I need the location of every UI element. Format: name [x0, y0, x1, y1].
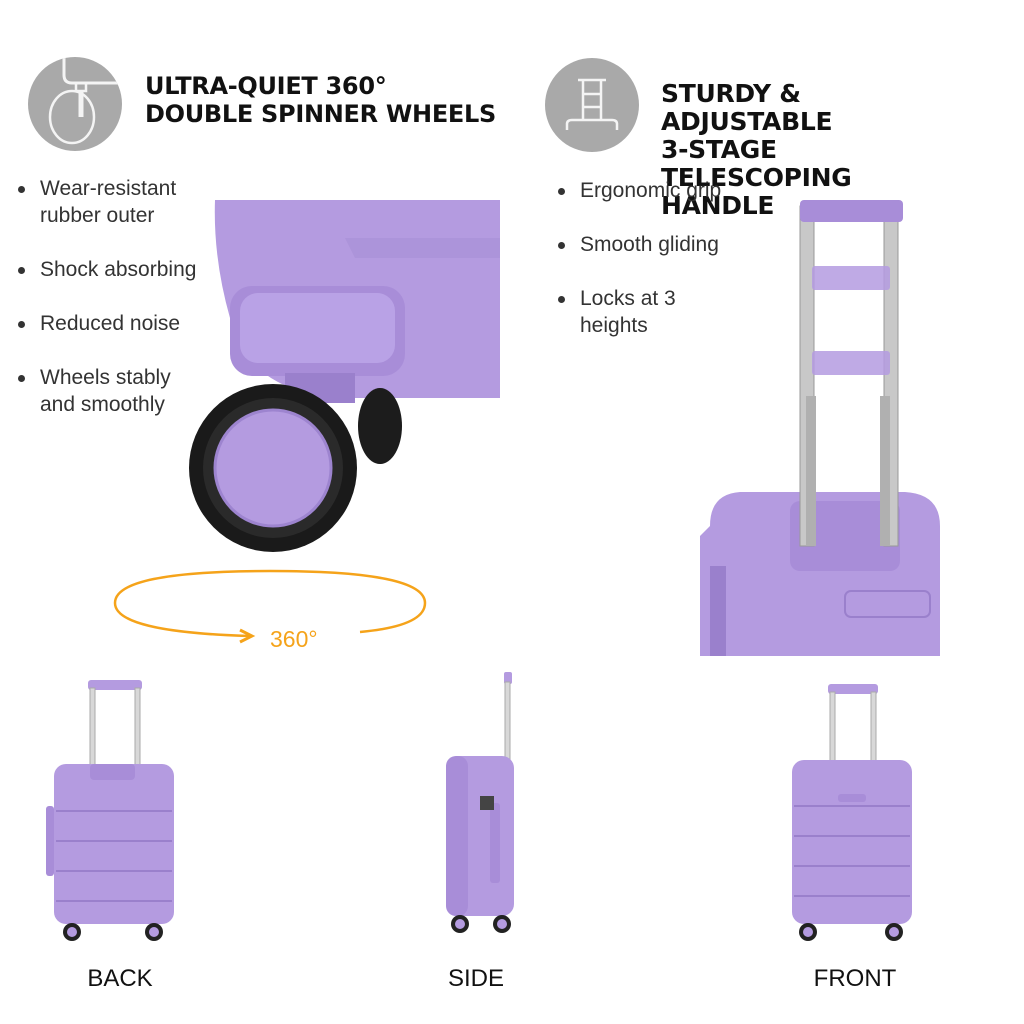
- view-label-side: SIDE: [447, 965, 504, 992]
- spinner-wheel-icon: [28, 57, 122, 151]
- view-label-back: BACK: [87, 965, 153, 992]
- handle-bullet-list: Ergonomic grip Smooth gliding Locks at 3…: [558, 177, 721, 366]
- side-view-image: [446, 672, 514, 933]
- handle-closeup-image: [700, 200, 940, 656]
- list-item: Ergonomic grip: [558, 177, 780, 204]
- list-item: Shock absorbing: [18, 256, 198, 283]
- back-view-image: [46, 680, 174, 941]
- view-label-front: FRONT: [813, 965, 897, 992]
- rotation-label: 360°: [270, 626, 318, 652]
- rotation-arrow-icon: [113, 569, 427, 644]
- list-item: Wheels stably and smoothly: [18, 364, 200, 418]
- handle-feature-title: STURDY & ADJUSTABLE 3-STAGE TELESCOPING …: [661, 80, 966, 220]
- title-line: HANDLE: [661, 191, 775, 220]
- title-line: STURDY & ADJUSTABLE: [661, 79, 833, 136]
- front-view-image: [792, 684, 912, 941]
- title-line: ULTRA-QUIET 360°: [145, 72, 387, 100]
- list-item: Wear-resistant rubber outer: [18, 175, 198, 229]
- wheel-closeup-image: [189, 200, 500, 552]
- wheels-feature-title: ULTRA-QUIET 360° DOUBLE SPINNER WHEELS: [145, 72, 496, 128]
- title-line: 3-STAGE TELESCOPING: [661, 135, 852, 192]
- title-line: DOUBLE SPINNER WHEELS: [145, 100, 496, 128]
- telescoping-handle-icon: [545, 58, 639, 152]
- wheels-bullet-list: Wear-resistant rubber outer Shock absorb…: [18, 175, 198, 445]
- list-item: Locks at 3 heights: [558, 285, 690, 339]
- list-item: Reduced noise: [18, 310, 215, 337]
- list-item: Smooth gliding: [558, 231, 780, 258]
